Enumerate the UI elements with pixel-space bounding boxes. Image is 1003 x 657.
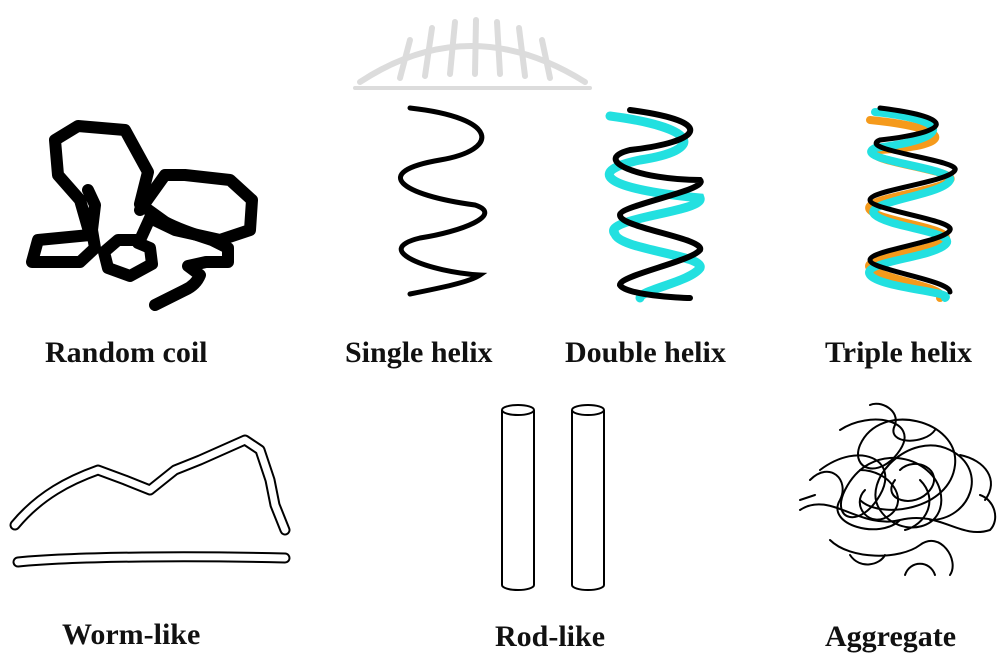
label-worm-like: Worm-like <box>62 620 200 650</box>
label-rod-like: Rod-like <box>495 622 605 652</box>
double-helix-shape <box>609 110 701 298</box>
rod-like-shape <box>502 405 604 590</box>
label-single-helix: Single helix <box>345 338 493 368</box>
label-triple-helix: Triple helix <box>825 338 972 368</box>
single-helix-shape <box>400 108 484 294</box>
watermark-emblem <box>355 20 590 88</box>
label-double-helix: Double helix <box>565 338 726 368</box>
worm-like-shape <box>15 440 285 562</box>
triple-helix-shape <box>869 108 955 298</box>
aggregate-shape <box>800 404 995 575</box>
label-random-coil: Random coil <box>45 338 208 368</box>
random-coil-shape <box>32 126 252 305</box>
label-aggregate: Aggregate <box>825 622 956 652</box>
